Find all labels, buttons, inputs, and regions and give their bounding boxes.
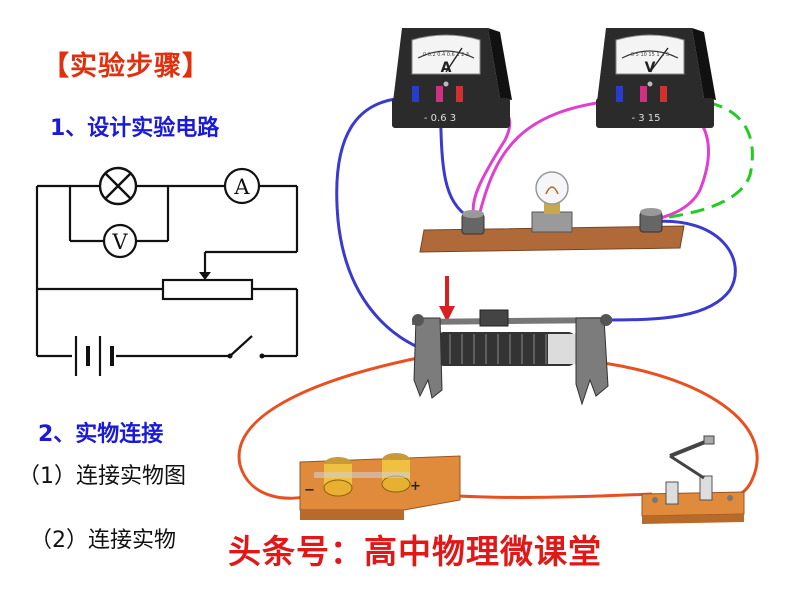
wire-orange-left <box>237 352 439 500</box>
voltmeter-device: V 0 5 10 15 1 2 3 - 3 15 <box>596 28 716 128</box>
circuit-schematic <box>35 184 299 358</box>
ammeter-device: A 0 0.2 0.4 0.6 1 2 3 - 0.6 3 <box>392 28 512 128</box>
battery-symbol <box>74 336 114 376</box>
battery-negative-label: − <box>304 483 315 498</box>
slider-arrow <box>439 276 455 322</box>
step-connect-objects: 2、实物连接 <box>38 422 164 447</box>
wire-green-dashed <box>647 98 754 222</box>
ammeter-letter: A <box>441 60 452 76</box>
battery-pack: − + <box>299 453 461 520</box>
voltmeter-terminals: - 3 15 <box>631 113 660 124</box>
wire-blue-ammeter-rheostat <box>335 96 437 356</box>
battery-positive-label: + <box>410 479 421 494</box>
voltmeter-scale: 0 5 10 15 1 2 3 <box>631 52 669 58</box>
wire-magenta-right <box>476 98 620 221</box>
substep-diagram: （1）连接实物图 <box>18 464 186 489</box>
wires <box>237 96 759 500</box>
watermark: 头条号：高中物理微课堂 <box>228 532 602 571</box>
ammeter-symbol-label: A <box>233 175 250 199</box>
ammeter-scale: 0 0.2 0.4 0.6 1 2 3 <box>423 52 469 58</box>
voltmeter-symbol-label: V <box>111 230 128 254</box>
substep-real: （2）连接实物 <box>30 528 176 553</box>
step-design-circuit: 1、设计实验电路 <box>50 116 220 141</box>
voltmeter-letter: V <box>645 60 656 76</box>
lamp-board <box>419 171 685 253</box>
wire-blue-lamp-rheostat <box>609 219 737 322</box>
lamp-symbol <box>98 166 138 206</box>
switch-symbol <box>227 353 265 359</box>
voltmeter-symbol: V <box>102 223 138 259</box>
ammeter-terminals: - 0.6 3 <box>424 113 456 124</box>
heading: 【实验步骤】 <box>42 51 210 82</box>
rheostat-symbol <box>161 272 254 301</box>
rheostat-device <box>411 309 613 406</box>
ammeter-symbol: A <box>223 167 261 205</box>
knife-switch <box>641 435 745 524</box>
